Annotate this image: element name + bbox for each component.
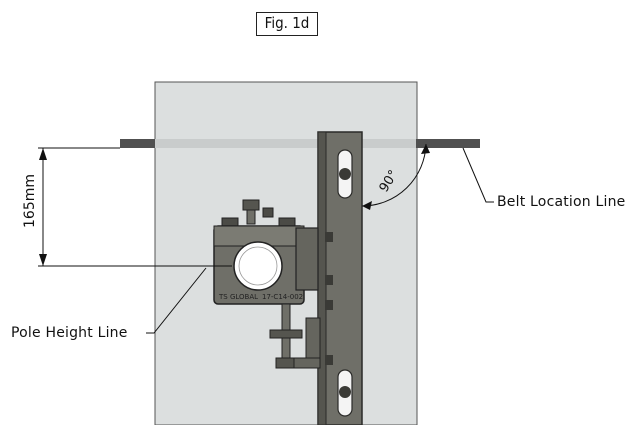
lower-l-bracket-foot [293, 357, 321, 369]
pole-leader [146, 267, 207, 334]
lower-rod-nut-1 [269, 329, 303, 339]
pole-height-label: Pole Height Line [11, 325, 128, 341]
clamp-right-jaw [295, 227, 319, 291]
angle-arc [361, 143, 427, 207]
dimension-label: 165mm [22, 174, 38, 228]
belt-bar-center [155, 139, 417, 148]
dim-arrow-bottom [39, 254, 47, 266]
side-bolt-4 [325, 355, 333, 365]
clamp-top-bolt-head [242, 199, 260, 211]
lower-rod-nut-2 [275, 357, 297, 369]
belt-leader [462, 147, 494, 203]
pole-clamp: TS GLOBAL 17-C14-002 [213, 199, 319, 305]
pole-hole-inner [238, 246, 278, 286]
side-bolt-2 [325, 275, 333, 285]
angle-arrow-top [421, 144, 430, 154]
side-bolt-1 [325, 232, 333, 242]
side-bolt-3 [325, 300, 333, 310]
angle-arrow-bottom [362, 201, 372, 210]
clamp-top-bolt-shaft [246, 209, 256, 225]
belt-bar-right [416, 139, 480, 148]
clamp-part-number: 17-C14-002 [262, 293, 303, 301]
belt-bar-left [120, 139, 156, 148]
dim-arrow-top [39, 148, 47, 160]
clamp-top-washer [262, 207, 274, 218]
figure-label: Fig. 1d [256, 12, 318, 36]
clamp-brand-text: TS GLOBAL [218, 293, 258, 301]
slot-bolt-top [339, 168, 351, 180]
vertical-bracket-edge [317, 131, 327, 426]
slot-bolt-bottom [339, 386, 351, 398]
pole-hole [233, 241, 283, 291]
belt-location-label: Belt Location Line [497, 194, 626, 210]
